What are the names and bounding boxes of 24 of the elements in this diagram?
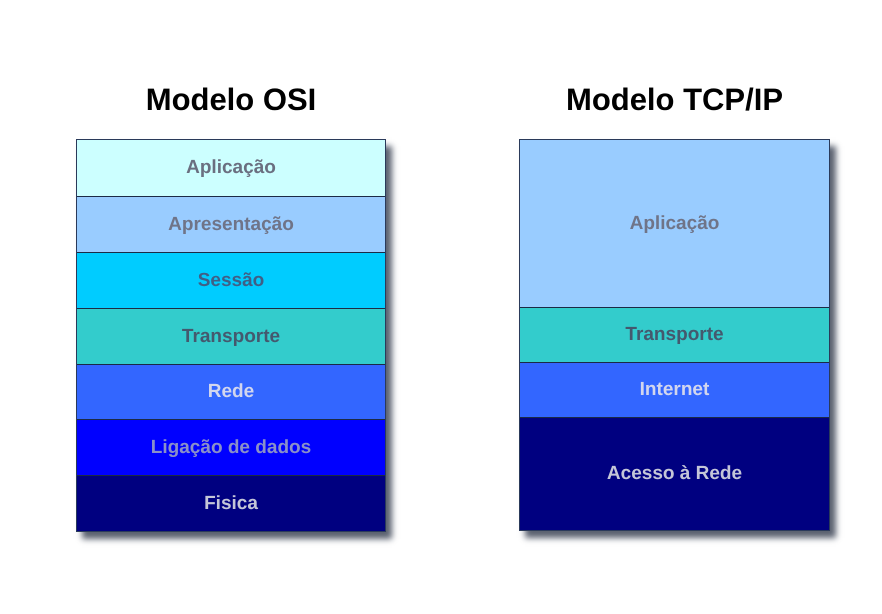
layer-name: Sessão — [198, 270, 264, 292]
layer-band — [520, 307, 829, 362]
layer-band — [77, 196, 385, 252]
layer-band — [77, 252, 385, 308]
layer-band — [77, 364, 385, 419]
layer-name: Acesso à Rede — [606, 463, 742, 485]
layer-name: Fisica — [204, 492, 258, 514]
layer-name: Internet — [640, 379, 710, 401]
layer-name: Transporte — [625, 324, 724, 346]
layer-name: Aplicação — [186, 157, 276, 179]
layer-name: Aplicação — [630, 212, 720, 234]
layer-band — [77, 140, 385, 196]
layer-name: Rede — [208, 381, 254, 403]
layer-band — [77, 475, 385, 531]
model-title: Modelo OSI — [146, 81, 316, 119]
layer-band — [77, 419, 385, 475]
model-title: Modelo TCP/IP — [566, 81, 783, 119]
layer-band — [520, 362, 829, 417]
layer-name: Ligação de dados — [150, 436, 312, 458]
layer-name: Apresentação — [168, 214, 294, 236]
layer-band — [520, 140, 829, 307]
layer-band — [520, 417, 829, 530]
layer-band — [77, 308, 385, 364]
layer-name: Transporte — [182, 326, 280, 348]
